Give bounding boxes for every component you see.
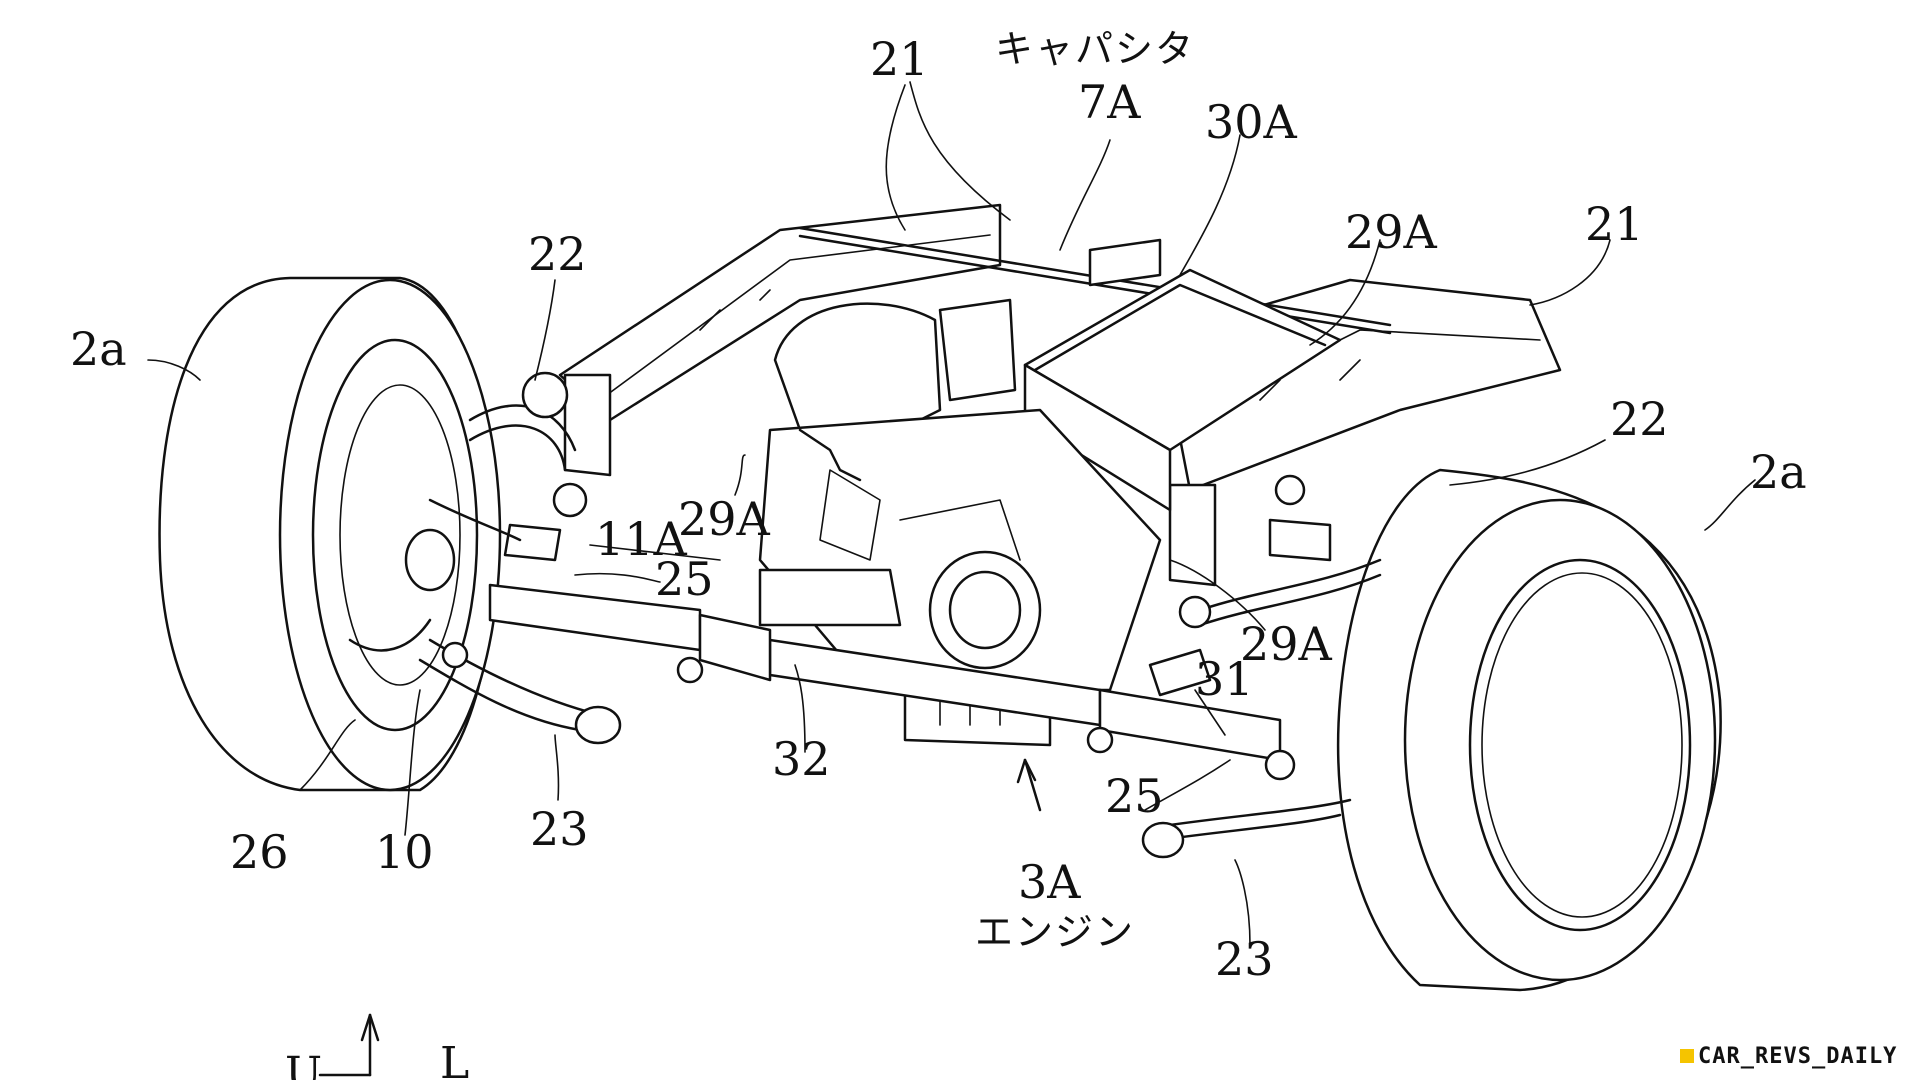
label-31: 31	[1195, 652, 1254, 706]
axis-label-left: L	[440, 1038, 469, 1080]
label-30A: 30A	[1205, 95, 1298, 149]
label-2a-left: 2a	[70, 322, 127, 376]
left-wheel	[158, 276, 502, 792]
upper-arm-left	[468, 371, 588, 518]
left-side-rail	[558, 203, 1002, 477]
label-11A: 11A	[595, 512, 688, 566]
label-3A: 3A	[1018, 855, 1081, 909]
label-22-right: 22	[1610, 392, 1669, 446]
engine	[758, 298, 1162, 747]
label-engine-jp: エンジン	[975, 910, 1135, 954]
label-capacitor-jp: キャパシタ	[995, 27, 1195, 71]
lower-arm-left	[418, 638, 704, 745]
tie-rod-right	[1148, 648, 1212, 697]
lower-arm-right	[1086, 726, 1352, 859]
shock-absorber-left	[428, 498, 562, 562]
label-7A: 7A	[1078, 75, 1141, 129]
label-2a-right: 2a	[1750, 445, 1807, 499]
label-29A-right: 29A	[1240, 617, 1333, 671]
right-wheel	[1336, 468, 1722, 992]
label-26: 26	[230, 825, 289, 879]
capacitor	[1023, 238, 1342, 512]
label-29A-mid: 29A	[678, 492, 771, 546]
label-23-left: 23	[530, 802, 589, 856]
watermark-accent	[1680, 1049, 1694, 1063]
label-23-right: 23	[1215, 932, 1274, 986]
leader-lines	[147, 81, 1756, 946]
axis-indicator	[318, 1013, 380, 1077]
label-32: 32	[772, 732, 831, 786]
axis-label-up: U	[285, 1048, 322, 1080]
label-25-left: 25	[655, 552, 714, 606]
watermark: CAR_REVS_DAILY	[1680, 1044, 1897, 1069]
label-22-left: 22	[528, 227, 587, 281]
steering-rack	[488, 583, 1282, 762]
upper-arm-right	[1178, 474, 1382, 629]
label-10: 10	[375, 825, 434, 879]
label-21-left: 21	[870, 32, 929, 86]
label-21-right: 21	[1585, 197, 1644, 251]
watermark-text: CAR_REVS_DAILY	[1698, 1044, 1897, 1069]
label-29A-top: 29A	[1345, 205, 1438, 259]
label-25-right: 25	[1105, 769, 1164, 823]
